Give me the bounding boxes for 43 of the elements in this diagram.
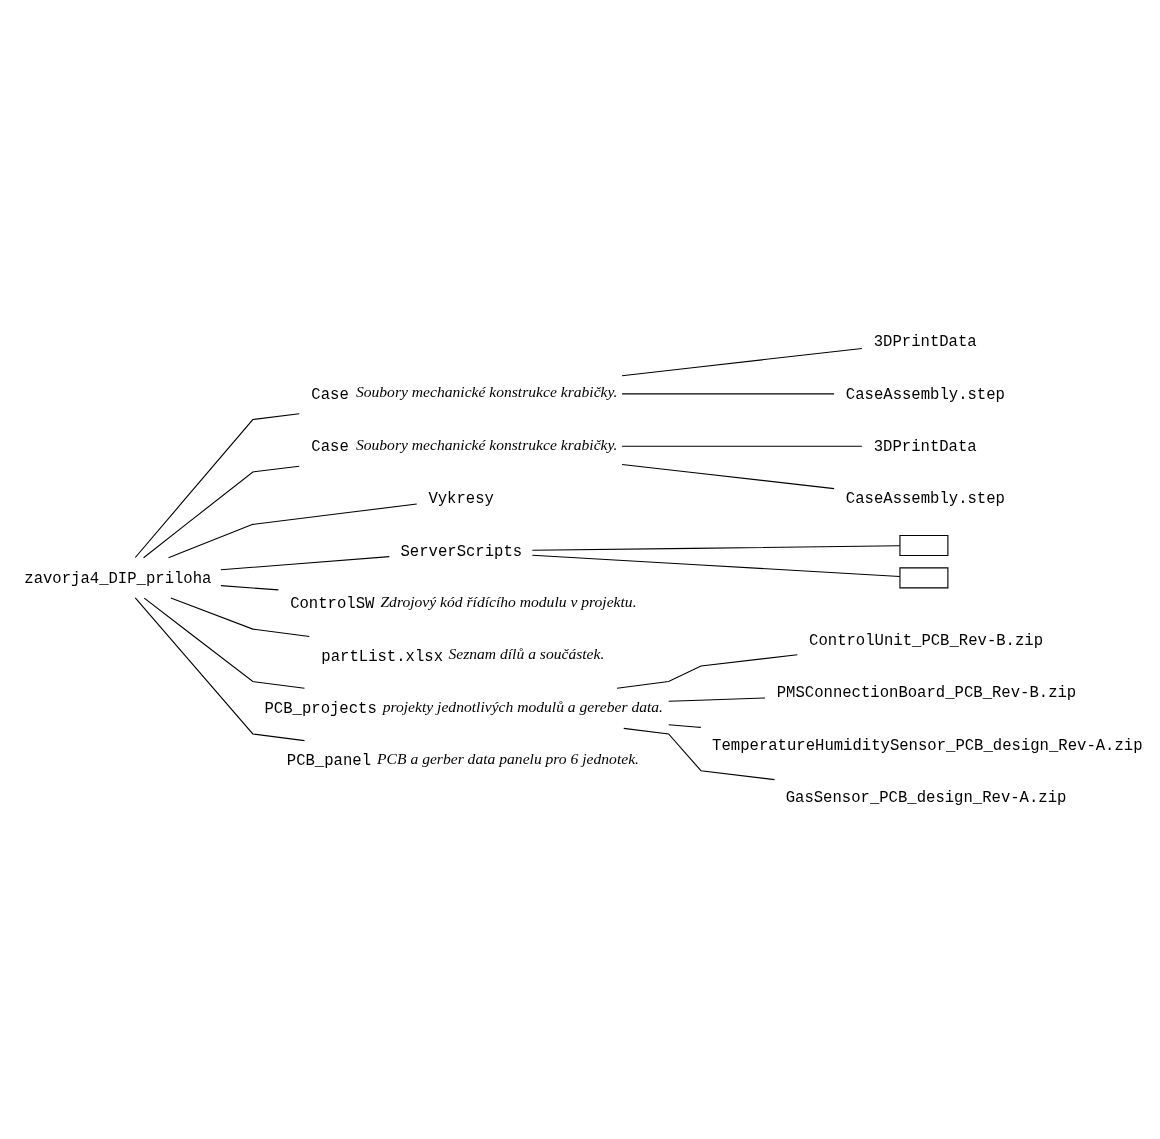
- connector: [143, 597, 305, 689]
- node-text: Case: [311, 385, 349, 404]
- node-label: Soubory mechanické konstrukce krabičky.: [355, 383, 618, 401]
- node-text: Case: [311, 438, 349, 456]
- node-box: [899, 534, 949, 557]
- node-text: PCB_projects: [264, 699, 377, 718]
- node-text: CaseAssembly.step: [845, 385, 1005, 404]
- node-label: Seznam dílů a součástek.: [448, 645, 605, 663]
- connector: [621, 393, 835, 395]
- connector: [668, 724, 702, 728]
- node-text: Vykresy: [428, 490, 494, 509]
- connector: [220, 556, 390, 571]
- node-text: ControlSW: [290, 595, 375, 614]
- node-label: Soubory mechanické konstrukce krabičky.: [355, 435, 618, 453]
- node-box: [899, 567, 949, 589]
- connector: [170, 597, 310, 637]
- node-text: ServerScripts: [400, 542, 523, 561]
- node-text: zavorja4_DIP_priloha: [24, 569, 212, 588]
- node-label: Zdrojový kód řídícího modulu v projektu.: [380, 593, 637, 611]
- connector: [668, 697, 766, 702]
- node-text: ControlUnit_PCB_Rev-B.zip: [809, 631, 1044, 650]
- connector: [621, 463, 835, 490]
- node-text: 3DPrintData: [873, 438, 977, 456]
- node-text: 3DPrintData: [873, 333, 977, 352]
- connector: [616, 654, 798, 689]
- node-text: TemperatureHumiditySensor_PCB_design_Rev-A.zip: [712, 736, 1143, 755]
- node-text: PMSConnectionBoard_PCB_Rev-B.zip: [776, 684, 1077, 703]
- node-text: PCB_panel: [286, 752, 372, 771]
- connector: [531, 545, 901, 551]
- connector: [134, 597, 305, 742]
- connector: [621, 445, 863, 447]
- node-label: projekty jednotlivých modulů a gereber data.: [382, 697, 664, 715]
- node-text: CaseAssembly.step: [845, 490, 1005, 509]
- connector: [220, 585, 279, 591]
- node-text: partList.xlsx: [321, 647, 444, 666]
- node-label: PCB a gerber data panelu pro 6 jednotek.: [377, 750, 639, 768]
- connector: [167, 503, 418, 559]
- node-text: GasSensor_PCB_design_Rev-A.zip: [785, 789, 1067, 808]
- connector: [143, 465, 300, 559]
- connector: [531, 554, 901, 578]
- connector: [623, 727, 776, 781]
- connector: [134, 413, 300, 559]
- connector: [621, 347, 863, 377]
